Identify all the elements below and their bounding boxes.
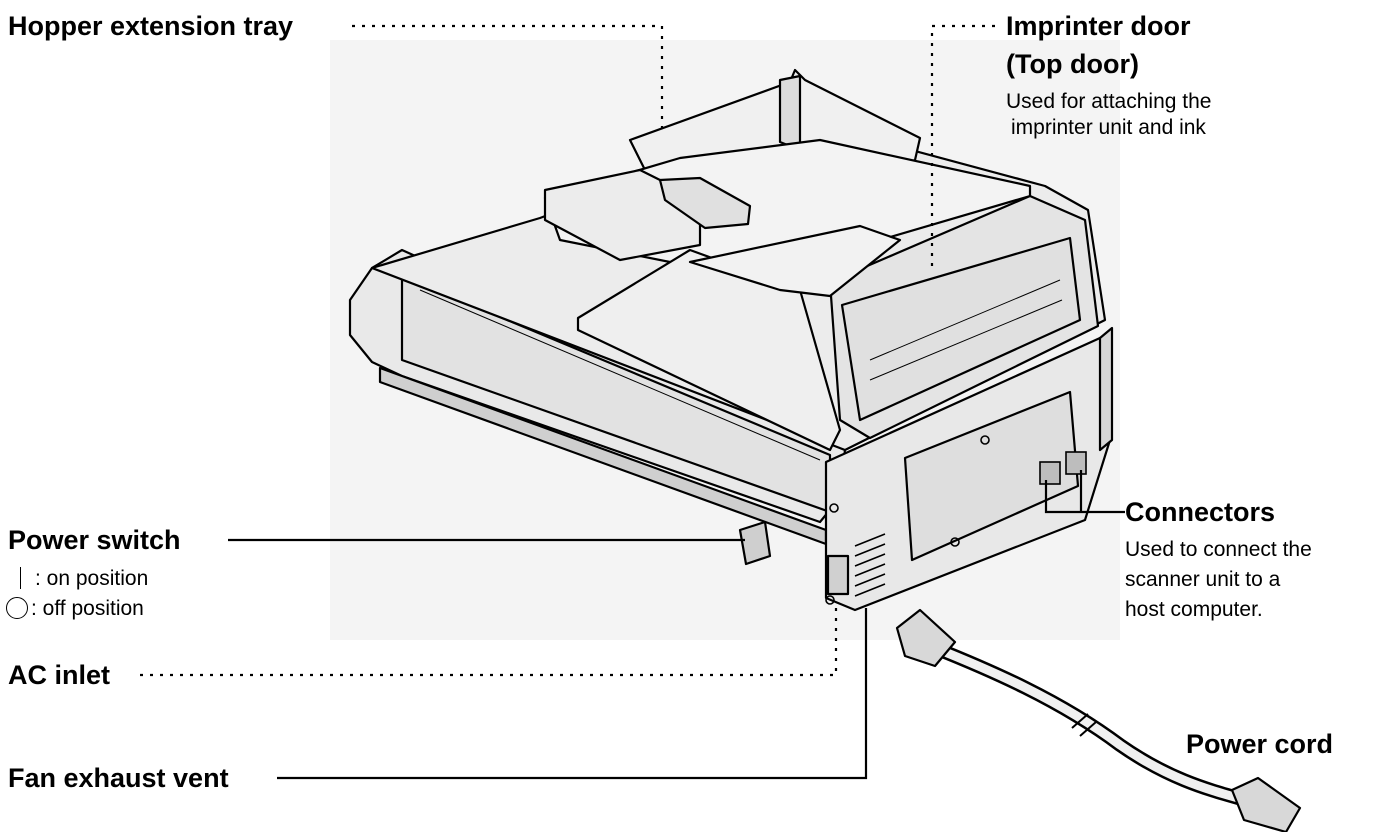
connectors-leader: [1044, 470, 1125, 514]
fan-exhaust-vent-label: Fan exhaust vent: [8, 763, 229, 793]
ac-inlet-label: AC inlet: [8, 660, 111, 690]
leader-lines: [140, 24, 1125, 780]
imprinter-door-sublabel: (Top door): [1006, 49, 1139, 79]
connectors-description-2: scanner unit to a: [1125, 568, 1281, 591]
power-off-row: : off position: [6, 596, 144, 622]
ac-inlet-leader: [140, 608, 838, 677]
power-off-text: : off position: [31, 597, 144, 620]
hopper-tray-leader: [352, 24, 664, 130]
power-switch-label: Power switch: [8, 525, 181, 555]
vertical-bar-icon: [20, 567, 21, 589]
power-cord-label: Power cord: [1186, 729, 1334, 759]
scanner-body: [348, 68, 1114, 612]
power-on-row: : on position: [8, 566, 148, 592]
imprinter-door-label: Imprinter door: [1006, 11, 1191, 41]
connectors-description-3: host computer.: [1125, 598, 1263, 621]
circle-icon: [6, 597, 28, 619]
imprinter-door-description-2: imprinter unit and ink: [1011, 116, 1206, 139]
connectors-description-1: Used to connect the: [1125, 538, 1312, 561]
scanner-details: [419, 279, 1087, 605]
connectors-label: Connectors: [1125, 497, 1276, 527]
imprinter-door-leader: [930, 24, 995, 270]
power-on-text: : on position: [35, 567, 149, 590]
hopper-tray-label: Hopper extension tray: [8, 11, 294, 41]
fan-exhaust-leader: [277, 608, 868, 780]
power-cord-illustration: [895, 608, 1302, 832]
imprinter-door-description-1: Used for attaching the: [1006, 90, 1212, 113]
